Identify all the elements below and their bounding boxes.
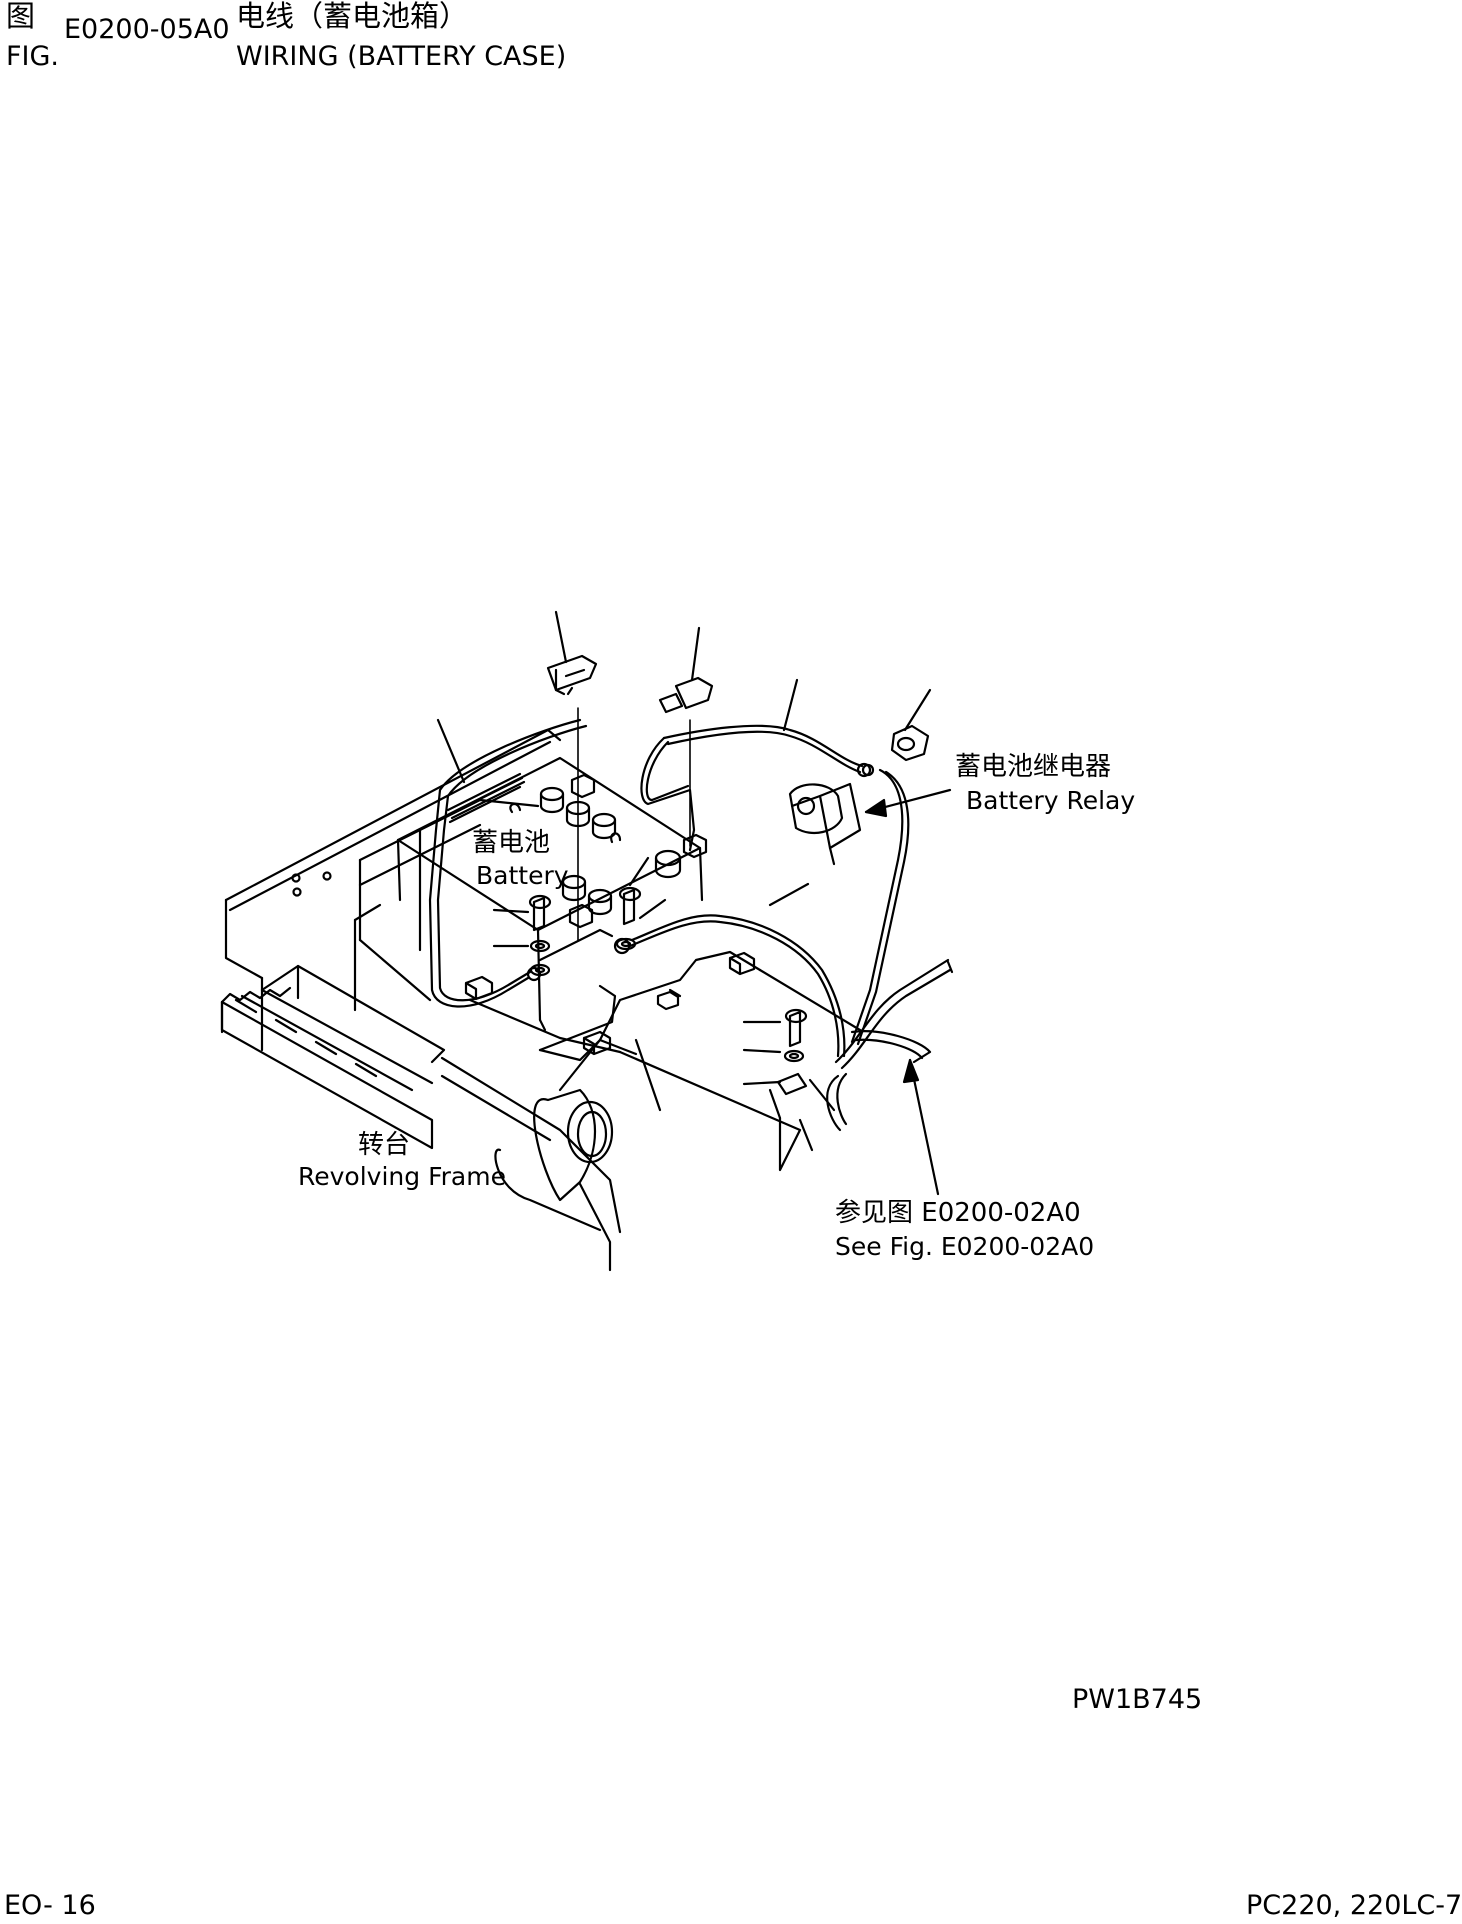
step [220, 964, 446, 1150]
cables [428, 718, 954, 1132]
model-number: PC220, 220LC-7 [1246, 1890, 1462, 1921]
title-en: WIRING (BATTERY CASE) [236, 41, 567, 72]
revolving-frame-label-cn: 转台 [358, 1130, 411, 1160]
fig-label-cn: 图 [6, 0, 36, 33]
terminal-clamp-right [658, 676, 714, 714]
battery-label-en: Battery [476, 861, 569, 890]
see-fig-label-en: See Fig. E0200-02A0 [835, 1232, 1095, 1261]
battery-label-cn: 蓄电池 [472, 828, 551, 858]
page-number: EO- 16 [4, 1890, 96, 1921]
alignment-lines [577, 707, 691, 941]
battery-relay-label-cn: 蓄电池继电器 [955, 752, 1112, 782]
fig-label-en: FIG. [6, 41, 59, 72]
title-cn: 电线（蓄电池箱） [236, 0, 469, 33]
see-fig-label-cn: 参见图 E0200-02A0 [835, 1198, 1081, 1228]
drawing-code: PW1B745 [1072, 1684, 1203, 1715]
pivot-boss [533, 1038, 662, 1202]
terminal-clamp-left [546, 654, 598, 696]
battery [396, 756, 708, 1032]
battery-relay-label-en: Battery Relay [966, 786, 1136, 815]
bolts-washers [528, 886, 808, 1096]
relay-cap [890, 724, 930, 762]
battery-case [358, 798, 862, 1172]
revolving-frame-label-en: Revolving Frame [298, 1162, 506, 1191]
fig-number: E0200-05A0 [64, 14, 230, 45]
revolving-frame [224, 728, 622, 1272]
arrows [864, 788, 952, 1196]
battery-relay [788, 782, 862, 866]
